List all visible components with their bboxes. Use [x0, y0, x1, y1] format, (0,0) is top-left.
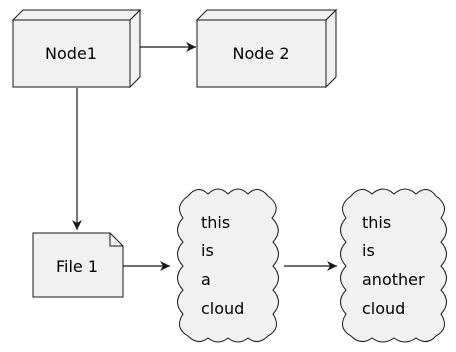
node-file1: File 1: [32, 232, 124, 298]
node2-top-face: [195, 9, 338, 21]
cloud2-line-4: cloud: [362, 299, 405, 318]
node2-label: Node 2: [232, 44, 289, 63]
cloud2-outline: [340, 188, 447, 343]
cloud2-line-3: another: [362, 270, 425, 289]
cloud1-outline: [177, 188, 279, 343]
file1-fold: [109, 233, 123, 247]
node-cloud2: this is another cloud: [340, 188, 447, 343]
node1-side-face: [129, 8, 141, 89]
node1-front-face: [12, 19, 131, 88]
cloud1-line-1: this: [201, 213, 230, 232]
node2-side-face: [325, 8, 337, 89]
file1-body: [32, 232, 124, 298]
file1-label: File 1: [56, 257, 98, 276]
cloud2-line-2: is: [362, 241, 375, 260]
cloud1-line-3: a: [201, 270, 211, 289]
node1-top-face: [11, 9, 142, 21]
cloud1-line-2: is: [201, 241, 214, 260]
cloud1-line-4: cloud: [201, 299, 244, 318]
node1-label: Node1: [45, 44, 97, 63]
node-cloud1: this is a cloud: [177, 188, 279, 343]
cloud2-line-1: this: [362, 213, 391, 232]
node-node1: Node1: [11, 8, 142, 89]
edges: [72, 42, 337, 271]
node2-front-face: [196, 19, 327, 88]
node-node2: Node 2: [195, 8, 338, 89]
